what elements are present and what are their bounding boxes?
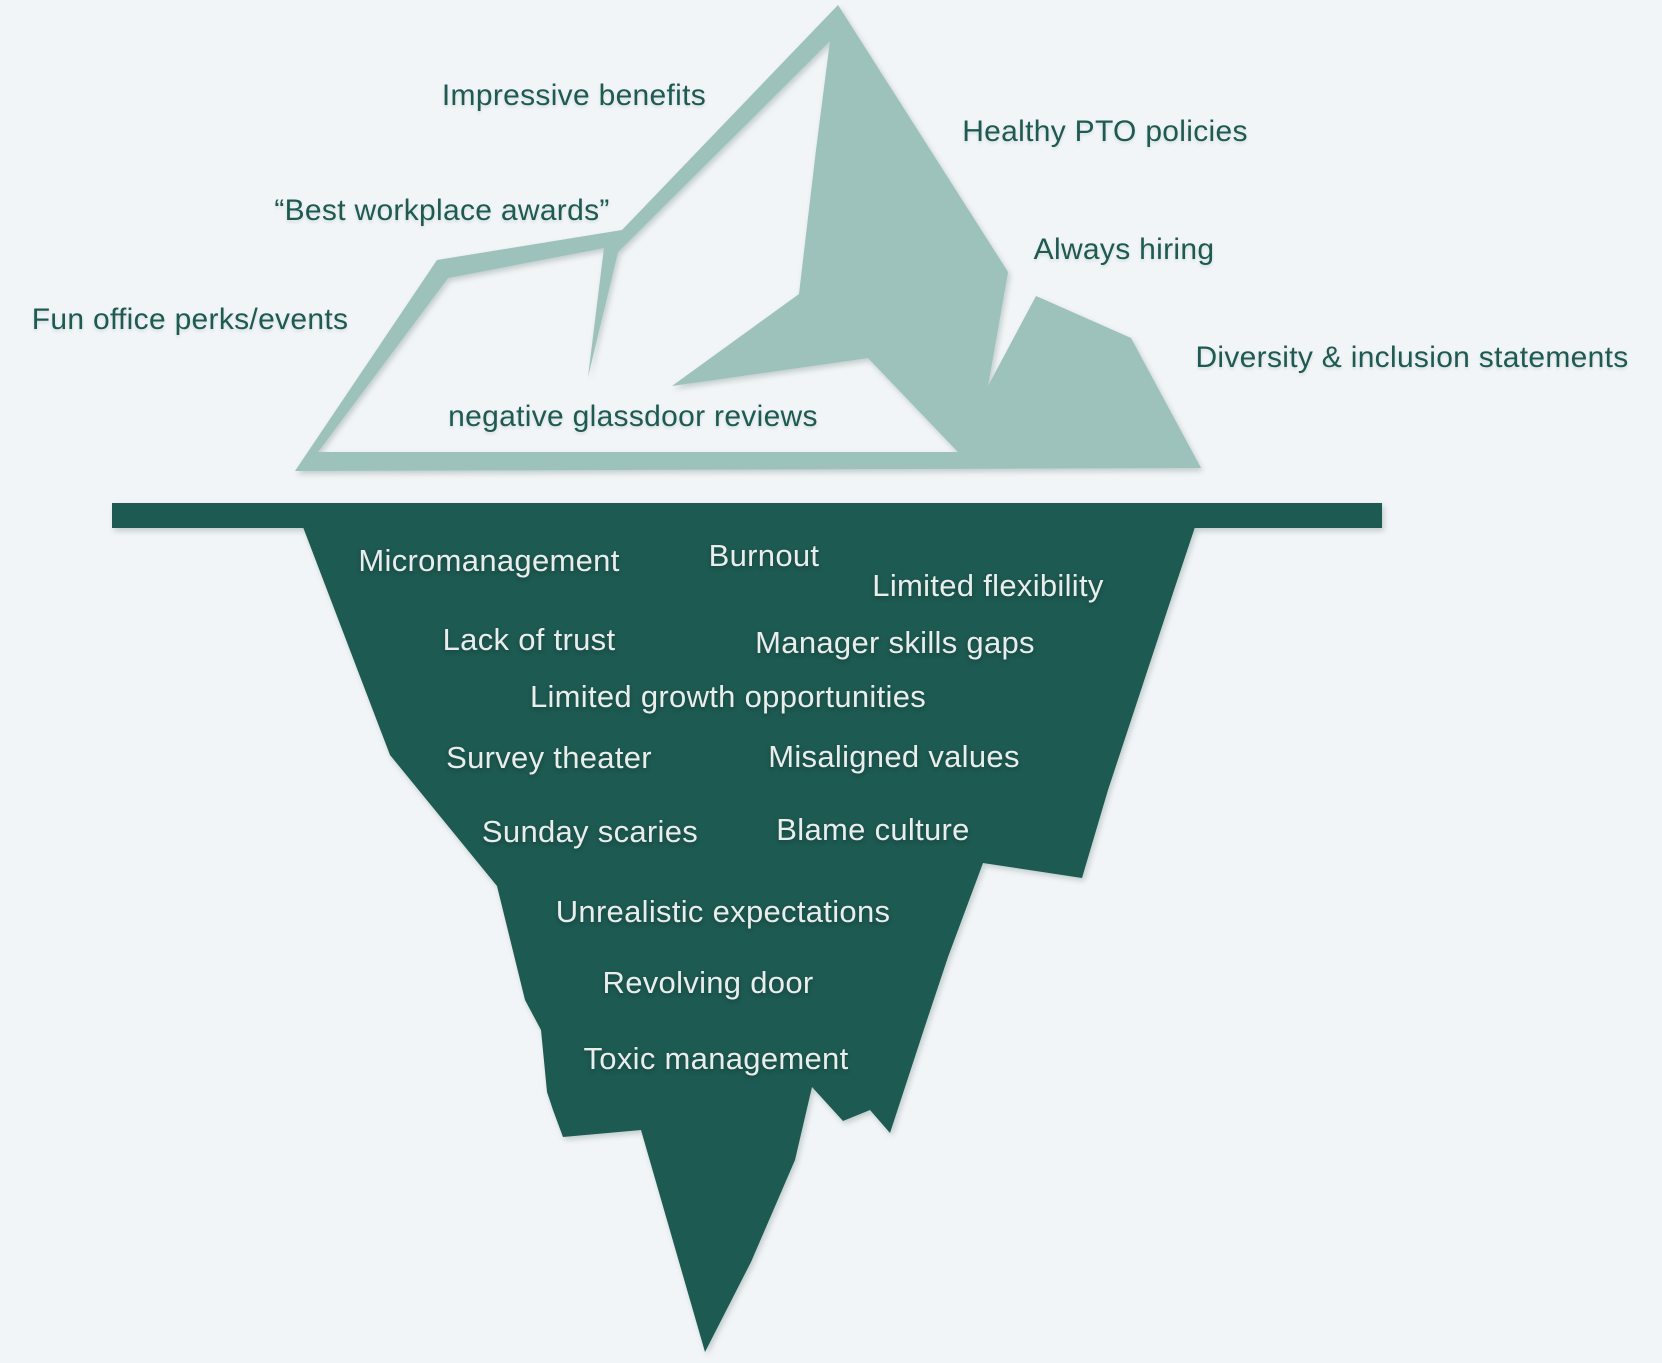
waterline-bar — [112, 503, 1382, 528]
iceberg-above-water-shape — [295, 5, 1201, 471]
iceberg-below-water-shape — [303, 527, 1195, 1352]
